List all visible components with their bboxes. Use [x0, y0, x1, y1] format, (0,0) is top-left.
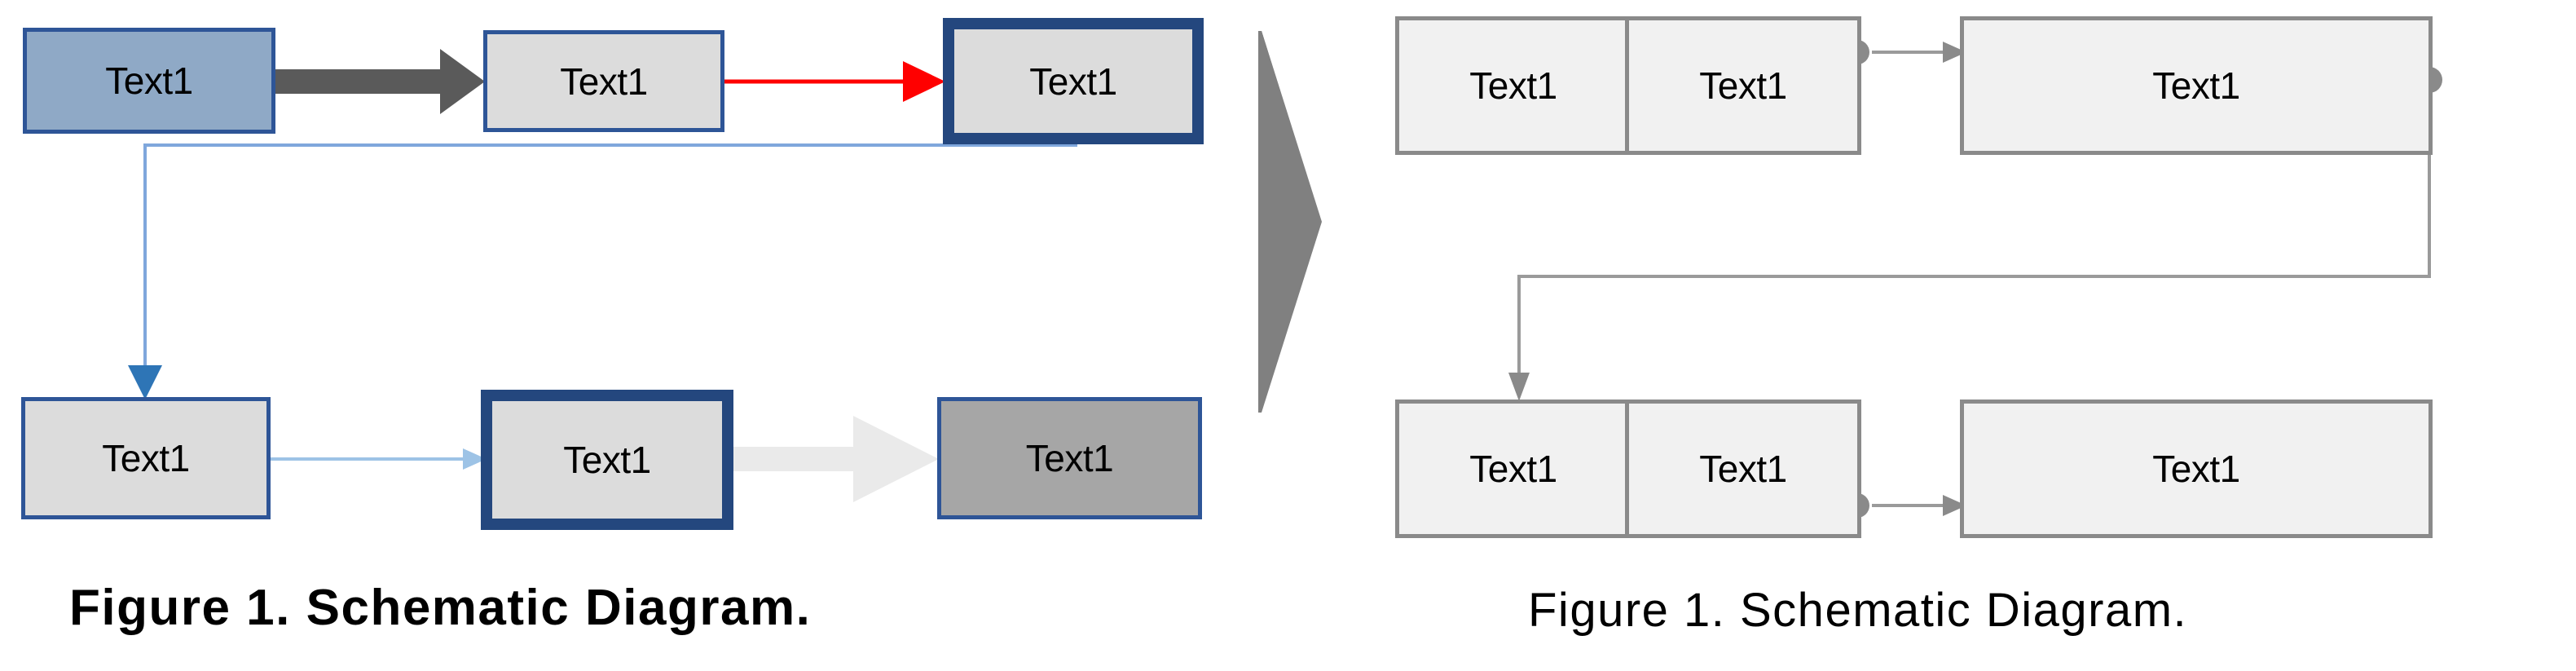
figure-caption-right: Figure 1. Schematic Diagram. — [1528, 584, 2188, 637]
right-node-r1c2-label: Text1 — [1699, 64, 1787, 107]
right-node-r2c2[interactable]: Text1 — [1625, 400, 1861, 538]
right-node-r1c1-label: Text1 — [1469, 64, 1557, 107]
left-node-r2c3-label: Text1 — [1025, 437, 1114, 479]
left-node-r2c1[interactable]: Text1 — [21, 397, 271, 519]
edge-thin-arrow-light-blue — [271, 448, 487, 470]
left-node-r1c1[interactable]: Text1 — [23, 28, 275, 134]
right-node-r2c3-label: Text1 — [2152, 448, 2240, 490]
right-node-r1c2[interactable]: Text1 — [1625, 16, 1861, 155]
left-node-r1c3-label: Text1 — [1029, 60, 1117, 103]
left-node-r2c2-label: Text1 — [563, 439, 651, 481]
edge-right-r1c2-r1c3 — [1845, 40, 1966, 64]
figure-caption-left: Figure 1. Schematic Diagram. — [69, 580, 812, 636]
left-node-r1c2-label: Text1 — [560, 60, 648, 103]
right-node-r2c1[interactable]: Text1 — [1395, 400, 1631, 538]
left-node-r2c2[interactable]: Text1 — [481, 390, 733, 530]
edge-block-arrow-dark — [275, 49, 485, 114]
divider-triangle-icon — [1258, 31, 1322, 413]
left-node-r1c3[interactable]: Text1 — [943, 18, 1204, 144]
edge-right-r2c2-r2c3 — [1845, 493, 1966, 518]
left-node-r2c1-label: Text1 — [102, 437, 190, 479]
left-node-r1c1-label: Text1 — [105, 60, 193, 102]
left-node-r1c2[interactable]: Text1 — [483, 30, 724, 132]
edge-line-arrow-red — [724, 61, 945, 102]
right-node-r2c3[interactable]: Text1 — [1960, 400, 2433, 538]
right-node-r2c1-label: Text1 — [1469, 448, 1557, 490]
left-node-r2c3[interactable]: Text1 — [937, 397, 1202, 519]
right-node-r1c1[interactable]: Text1 — [1395, 16, 1631, 155]
right-node-r1c3-label: Text1 — [2152, 64, 2240, 107]
edge-block-arrow-light-gray — [729, 416, 939, 502]
right-node-r2c2-label: Text1 — [1699, 448, 1787, 490]
right-node-r1c3[interactable]: Text1 — [1960, 16, 2433, 155]
